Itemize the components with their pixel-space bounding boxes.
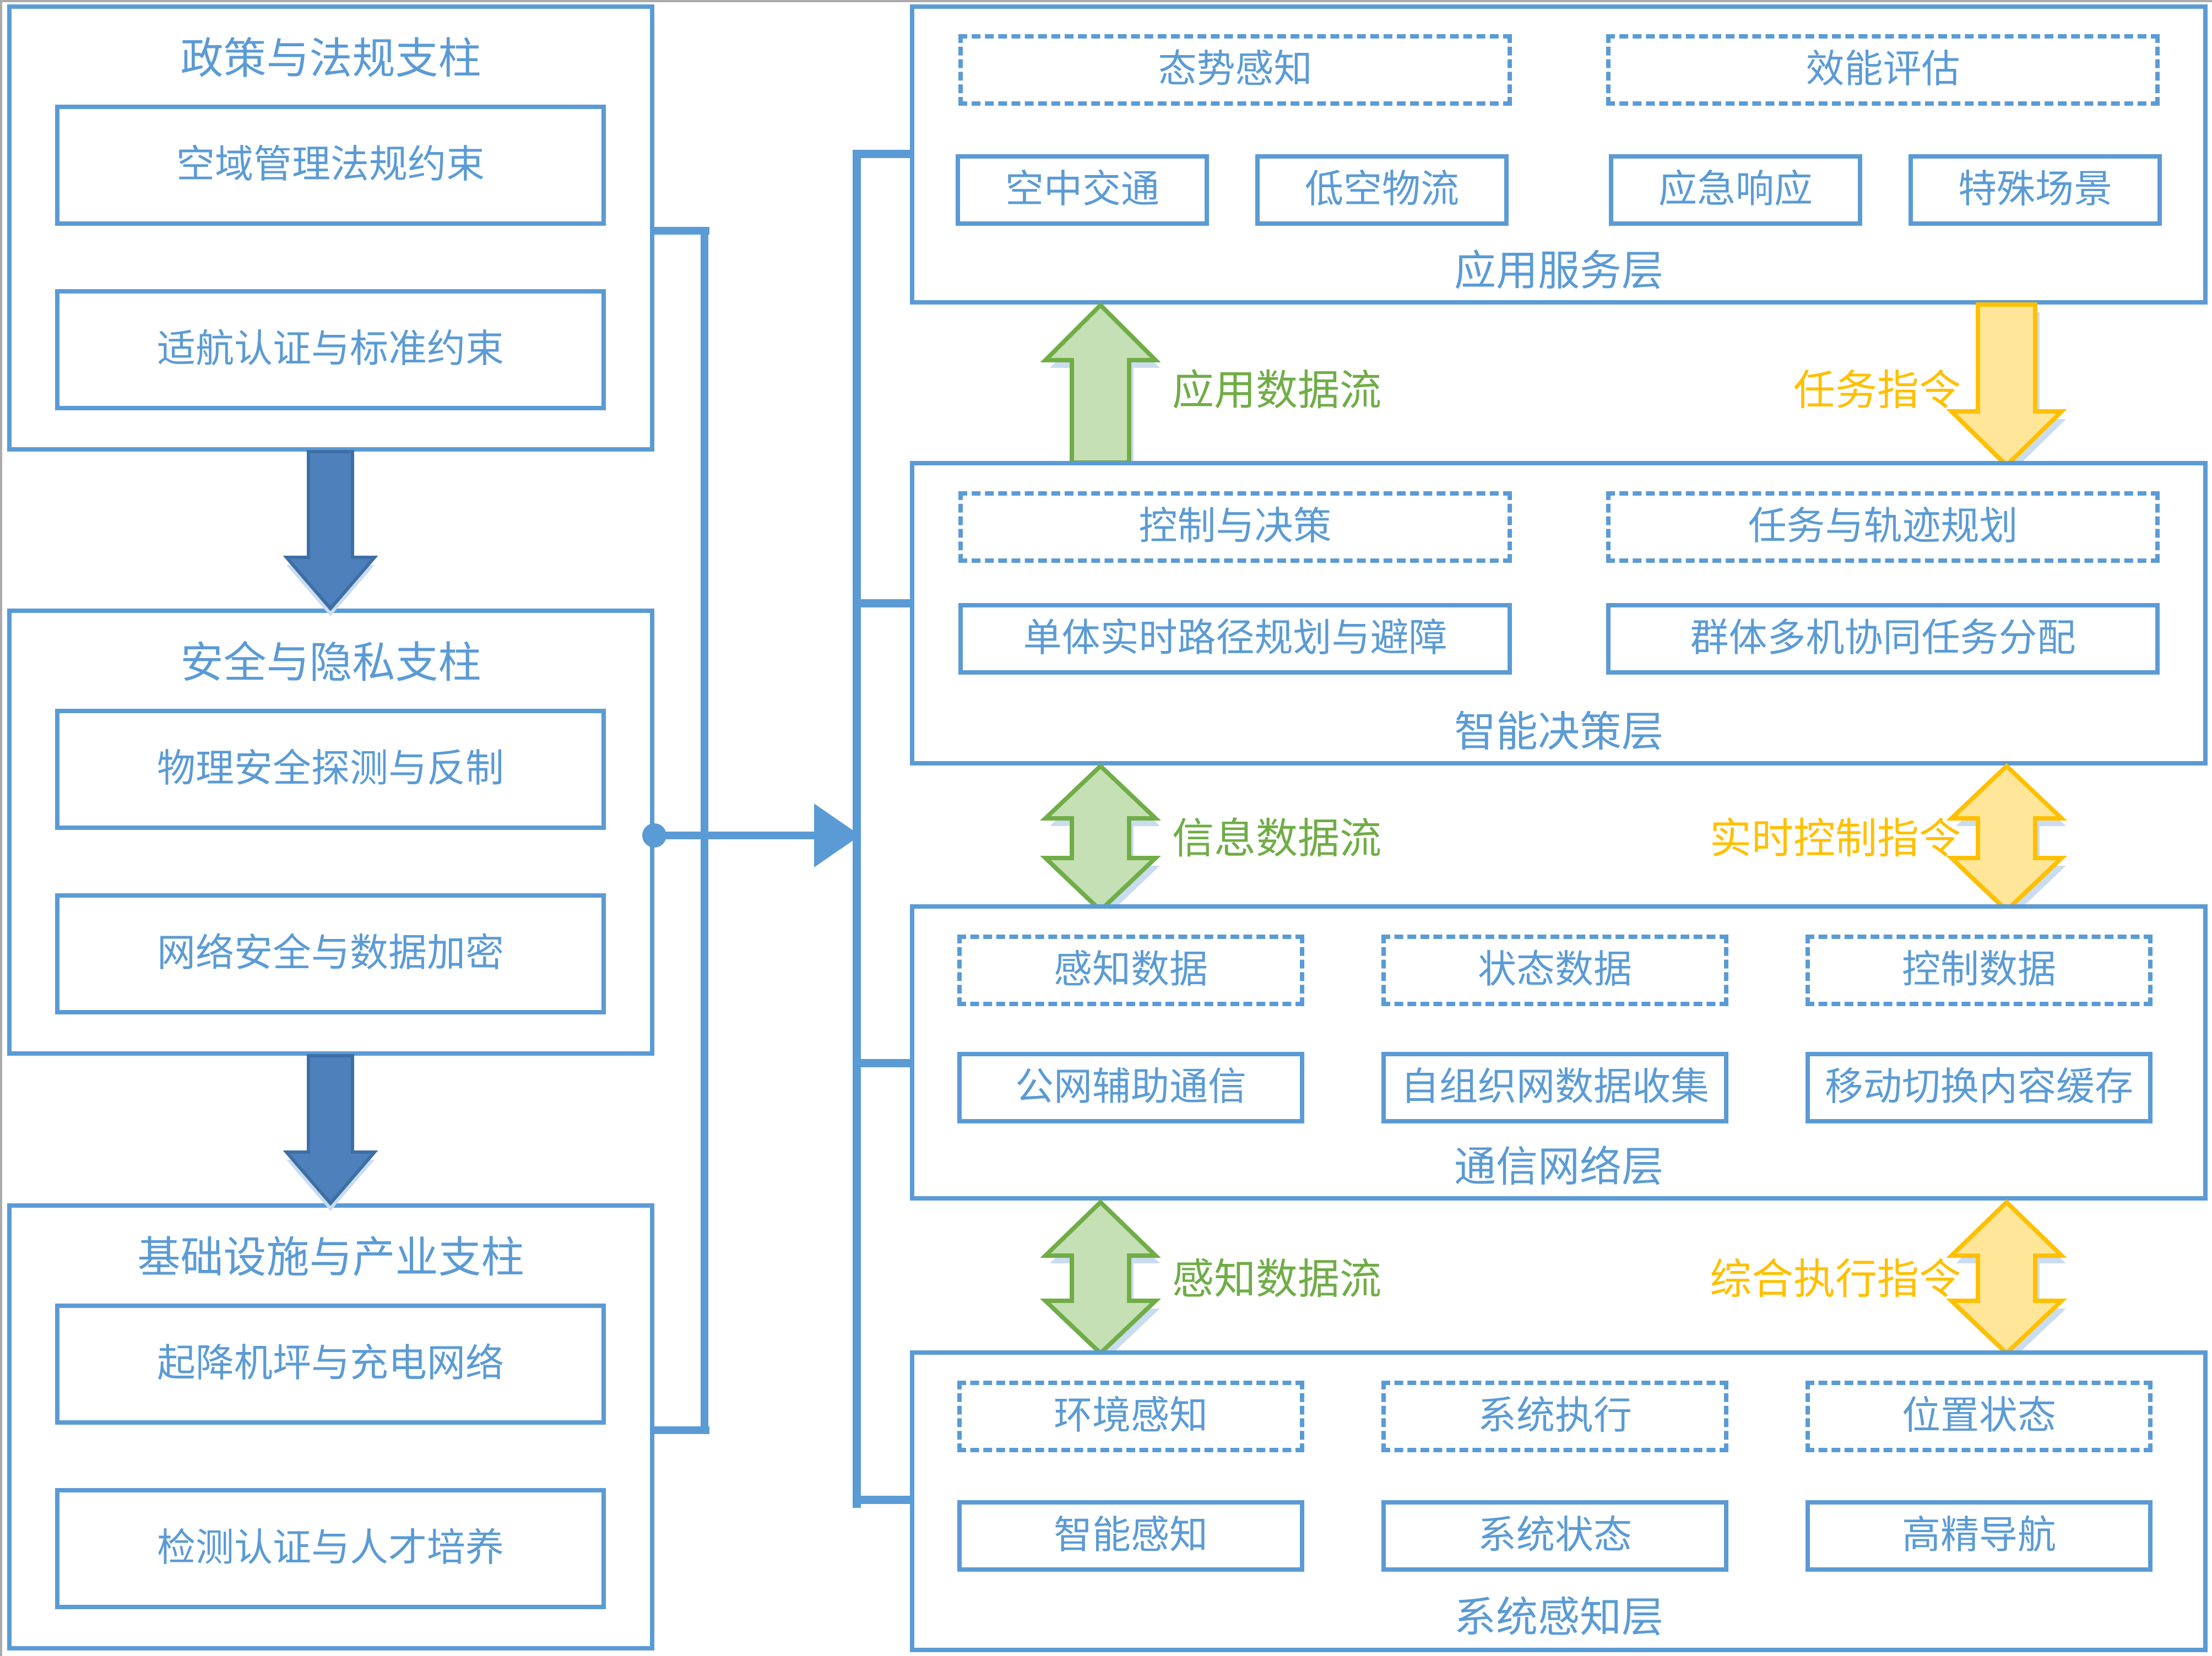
- layer1-solid-1: 空中交通: [956, 154, 1209, 226]
- layer2-dashed-1: 控制与决策: [958, 491, 1512, 563]
- flow-down-label-3: 综合执行指令: [1710, 1257, 1961, 1303]
- layer3-dashed-2: 状态数据: [1381, 935, 1728, 1006]
- layer4-dashed-3: 位置状态: [1806, 1381, 2153, 1452]
- layer2-label: 智能决策层: [1454, 709, 1663, 756]
- layer4-label: 系统感知层: [1454, 1595, 1663, 1641]
- layer3-solid-2: 自组织网数据收集: [1381, 1052, 1728, 1123]
- connector-pillar1-stub: [654, 227, 709, 235]
- frame-left-line: [0, 0, 2, 1656]
- connector-main-line: [654, 832, 820, 839]
- connector-junction-dot: [642, 823, 666, 848]
- flow-double-arrow-yellow-3: [1946, 1199, 2067, 1361]
- layer3-dashed-1: 感知数据: [957, 935, 1304, 1006]
- flow-down-label-2: 实时控制指令: [1710, 816, 1961, 862]
- layer4-solid-3: 高精导航: [1806, 1500, 2153, 1572]
- pillar-down-arrow-2: [283, 1054, 378, 1211]
- layer1-dashed-2: 效能评估: [1606, 34, 2160, 106]
- pillar-down-arrow-1: [283, 450, 378, 616]
- spine-stub-layer4: [853, 1496, 910, 1504]
- pillar-infrastructure-item-2: 检测认证与人才培养: [55, 1488, 606, 1609]
- connector-vertical-left: [701, 227, 708, 1434]
- spine-stub-layer2: [853, 599, 910, 607]
- connector-arrowhead: [814, 803, 860, 867]
- layer1-solid-2: 低空物流: [1255, 154, 1509, 226]
- pillar-security-item-2: 网络安全与数据加密: [55, 893, 606, 1014]
- layer1-solid-3: 应急响应: [1609, 154, 1862, 226]
- layer4-dashed-2: 系统执行: [1381, 1381, 1728, 1452]
- flow-up-label-3: 感知数据流: [1172, 1257, 1381, 1303]
- flow-double-arrow-yellow-2: [1946, 763, 2067, 918]
- flow-down-label-1: 任务指令: [1793, 368, 1961, 414]
- spine-stub-layer3: [853, 1059, 910, 1067]
- layer2-solid-1: 单体实时路径规划与避障: [958, 603, 1512, 675]
- layer1-label: 应用服务层: [1454, 248, 1663, 295]
- pillar-infrastructure-item-1: 起降机坪与充电网络: [55, 1304, 606, 1425]
- flow-double-arrow-green-2: [1040, 763, 1161, 918]
- frame-top-line: [0, 0, 2212, 2]
- layer3-label: 通信网络层: [1454, 1144, 1663, 1191]
- flow-up-label-2: 信息数据流: [1172, 816, 1381, 862]
- flow-double-arrow-green-3: [1040, 1199, 1161, 1361]
- spine-vertical: [853, 150, 861, 1508]
- pillar-policy-title: 政策与法规支柱: [180, 35, 481, 83]
- layer1-solid-4: 特殊场景: [1909, 154, 2162, 226]
- layer3-solid-3: 移动切换内容缓存: [1806, 1052, 2153, 1123]
- layer4-dashed-1: 环境感知: [957, 1381, 1304, 1452]
- layer3-dashed-3: 控制数据: [1806, 935, 2153, 1006]
- flow-up-arrow-1: [1040, 302, 1161, 470]
- layer2-solid-2: 群体多机协同任务分配: [1606, 603, 2160, 675]
- flow-up-label-1: 应用数据流: [1172, 368, 1381, 414]
- pillar-infrastructure-title: 基础设施与产业支柱: [137, 1234, 524, 1282]
- pillar-policy-item-1: 空域管理法规约束: [55, 105, 606, 226]
- flow-down-arrow-1: [1946, 302, 2067, 473]
- layer4-solid-1: 智能感知: [957, 1500, 1304, 1572]
- layer3-solid-1: 公网辅助通信: [957, 1052, 1304, 1123]
- layer4-solid-2: 系统状态: [1381, 1500, 1728, 1572]
- layer2-dashed-2: 任务与轨迹规划: [1606, 491, 2160, 563]
- connector-pillar3-stub: [654, 1426, 709, 1434]
- pillar-policy-item-2: 适航认证与标准约束: [55, 289, 606, 410]
- pillar-security-title: 安全与隐私支柱: [180, 639, 481, 687]
- pillar-security-item-1: 物理安全探测与反制: [55, 709, 606, 830]
- spine-stub-layer1: [853, 150, 910, 158]
- layer1-dashed-1: 态势感知: [958, 34, 1512, 106]
